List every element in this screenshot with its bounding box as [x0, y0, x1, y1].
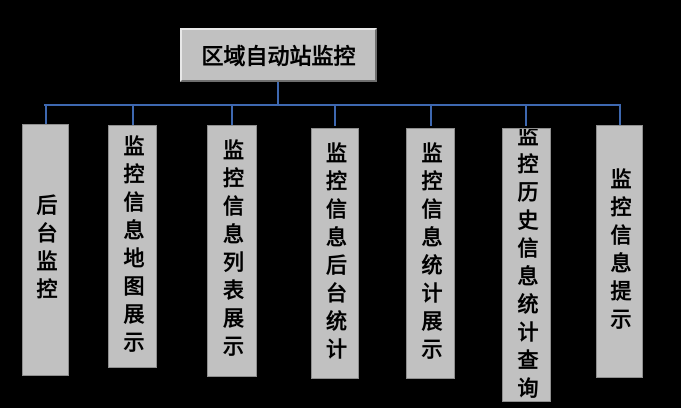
tree-node-label: 监控信息统计展示: [419, 141, 443, 366]
tree-node-info-list-display: 监控信息列表展示: [207, 125, 257, 377]
connector-bus: [44, 104, 621, 106]
tree-node-info-stats-display: 监控信息统计展示: [406, 128, 455, 379]
connector-drop-1: [45, 104, 47, 126]
connector-drop-5: [430, 104, 432, 126]
tree-node-history-stats-query: 监控历史信息统计查询: [502, 128, 551, 402]
tree-node-label: 监控信息列表展示: [220, 139, 245, 363]
tree-node-info-alert: 监控信息提示: [596, 125, 643, 378]
connector-drop-6: [525, 104, 527, 126]
tree-node-label: 监控信息提示: [608, 167, 632, 336]
tree-node-label: 监控信息后台统计: [323, 141, 348, 366]
connector-drop-3: [231, 104, 233, 126]
tree-node-backend-monitoring: 后台监控: [22, 124, 69, 376]
tree-node-label: 后台监控: [34, 194, 58, 306]
tree-node-info-backend-stats: 监控信息后台统计: [311, 128, 359, 379]
connector-drop-2: [132, 104, 134, 126]
tree-node-label: 监控信息地图展示: [121, 134, 145, 359]
connector-drop-7: [619, 104, 621, 126]
tree-node-info-map-display: 监控信息地图展示: [108, 125, 157, 368]
tree-node-label: 监控历史信息统计查询: [515, 128, 539, 402]
connector-stem: [277, 82, 279, 104]
tree-node-root: 区域自动站监控: [180, 28, 377, 82]
root-node-label: 区域自动站监控: [201, 44, 356, 69]
connector-drop-4: [334, 104, 336, 126]
